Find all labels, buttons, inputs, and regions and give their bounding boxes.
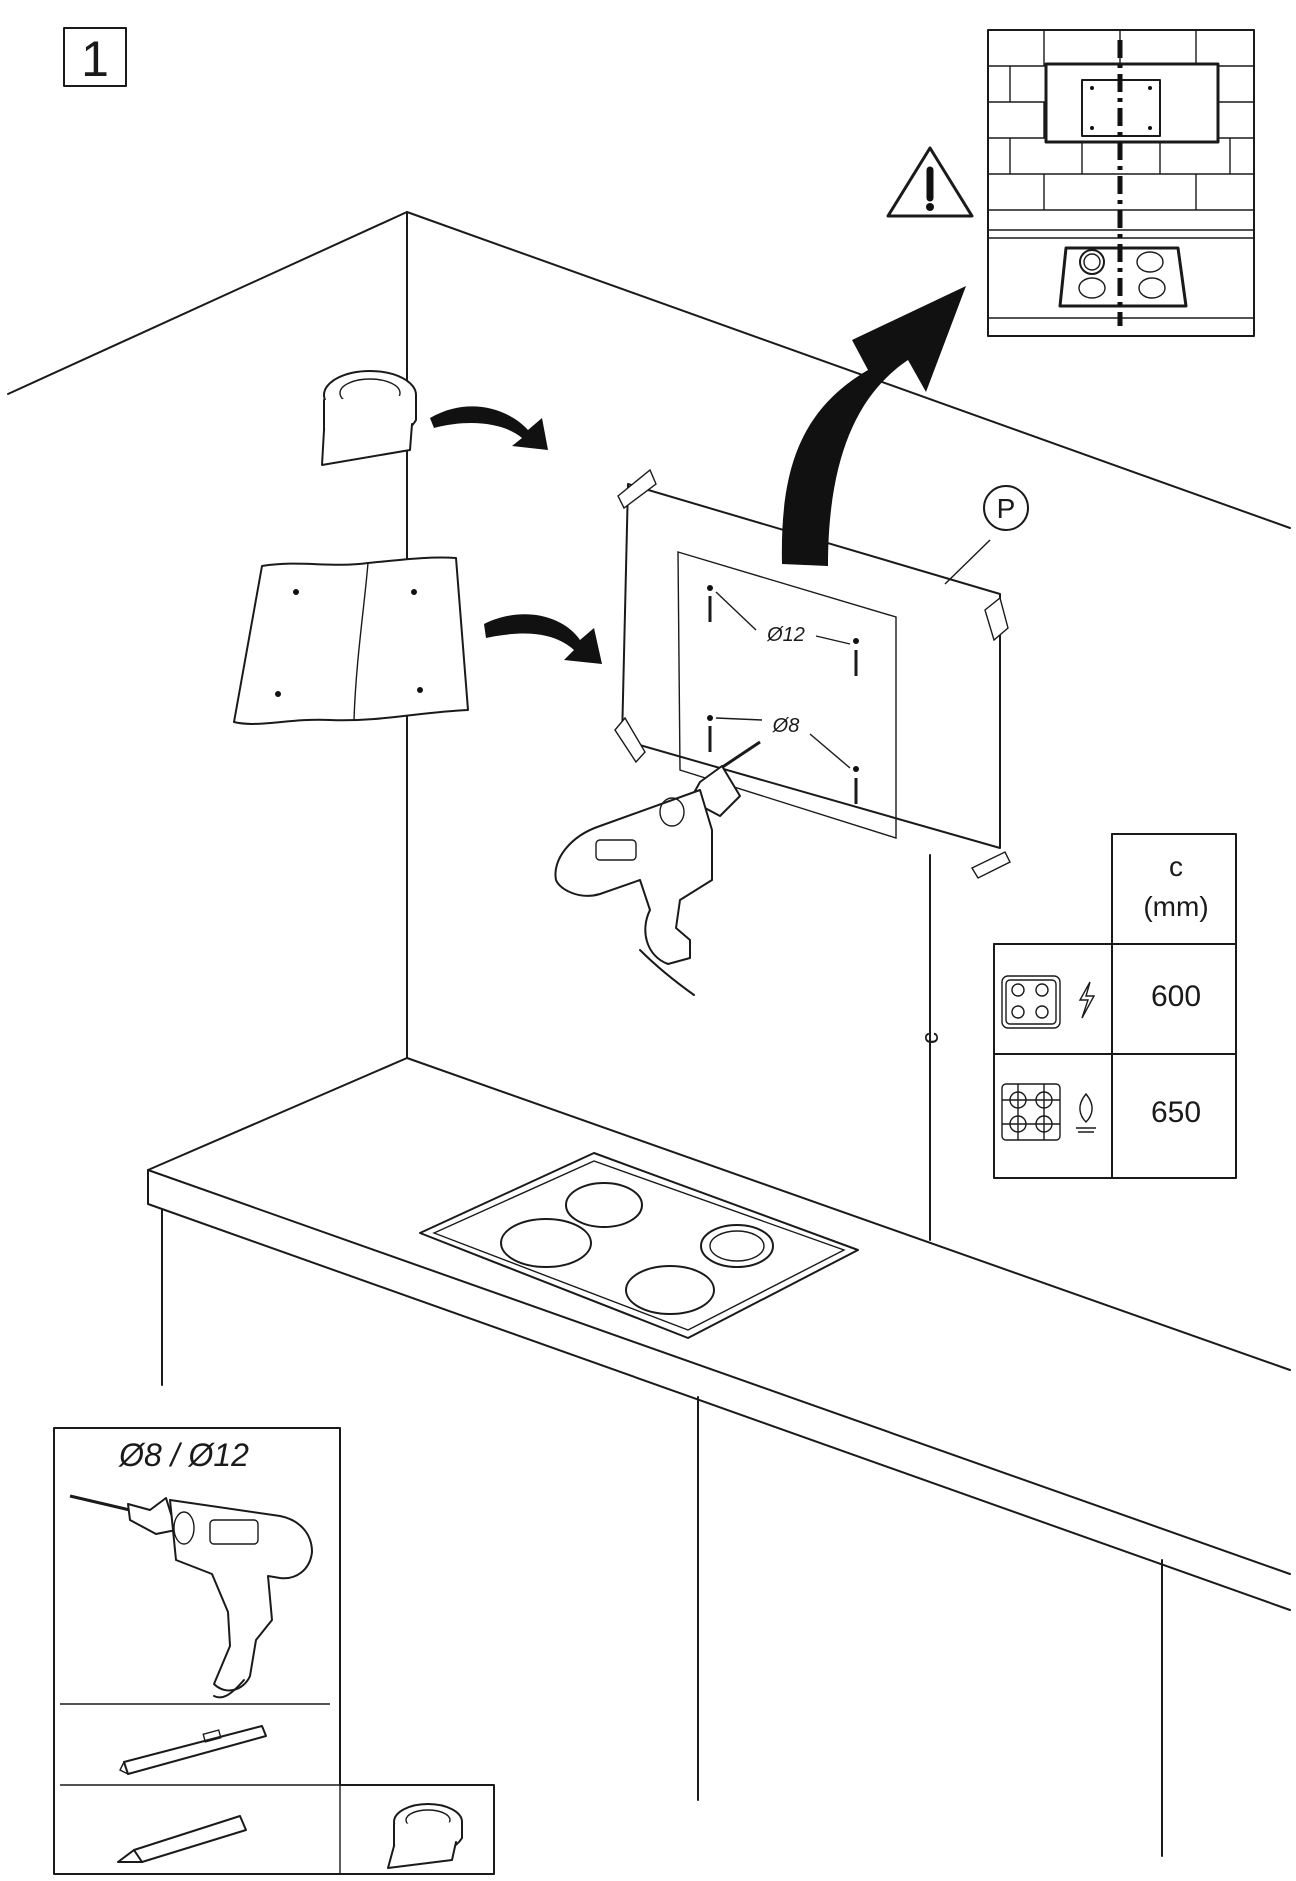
table-value-electric: 600 — [1151, 980, 1201, 1013]
countertop — [147, 1057, 1291, 1857]
drilling-template: Ø12 Ø8 P — [614, 468, 1029, 879]
flame-icon — [1076, 1092, 1096, 1133]
warning-triangle-icon — [886, 146, 974, 218]
tape-arrow — [430, 406, 548, 450]
height-dimension: c — [917, 1000, 944, 1080]
table-header-c: c — [1169, 851, 1183, 882]
tape-strip — [984, 596, 1009, 642]
panel-label: P — [997, 493, 1016, 524]
drill-sizes-label: Ø8 / Ø12 — [118, 1437, 249, 1473]
burner — [565, 1182, 643, 1228]
table-value-gas: 650 — [1151, 1096, 1201, 1129]
tape-strip — [617, 468, 657, 510]
panel-callout — [983, 485, 1029, 531]
drill-icon — [69, 1494, 313, 1699]
tools-box: Ø8 / Ø12 — [53, 1427, 495, 1875]
template-arrow — [484, 614, 602, 664]
hole-label-small: Ø8 — [772, 715, 800, 737]
lightning-icon — [1078, 981, 1096, 1019]
tape-roll-icon — [321, 370, 417, 466]
burner — [625, 1265, 715, 1315]
burner — [700, 1224, 774, 1268]
gas-hob-icon — [1001, 1083, 1061, 1141]
cooktop — [419, 1152, 859, 1339]
hob-outline — [1058, 246, 1188, 308]
step-number-box: 1 — [63, 27, 127, 87]
electric-hob-icon — [1001, 975, 1061, 1029]
table-header-mm: (mm) — [1143, 891, 1208, 922]
drill-icon — [554, 740, 761, 996]
alignment-inset — [987, 29, 1255, 337]
height-label: c — [917, 1032, 944, 1044]
hole-label-large: Ø12 — [766, 624, 805, 646]
tape-icon — [387, 1803, 463, 1869]
burner — [500, 1218, 592, 1268]
pencil-icon — [117, 1815, 247, 1863]
spirit-level-icon — [119, 1725, 267, 1775]
distance-table: c (mm) 600 650 — [993, 833, 1237, 1179]
curved-arrow — [781, 286, 966, 566]
step-number: 1 — [81, 31, 109, 87]
tape-strip — [614, 716, 646, 764]
tape-strip — [971, 851, 1011, 879]
paper-template-icon — [233, 556, 469, 725]
